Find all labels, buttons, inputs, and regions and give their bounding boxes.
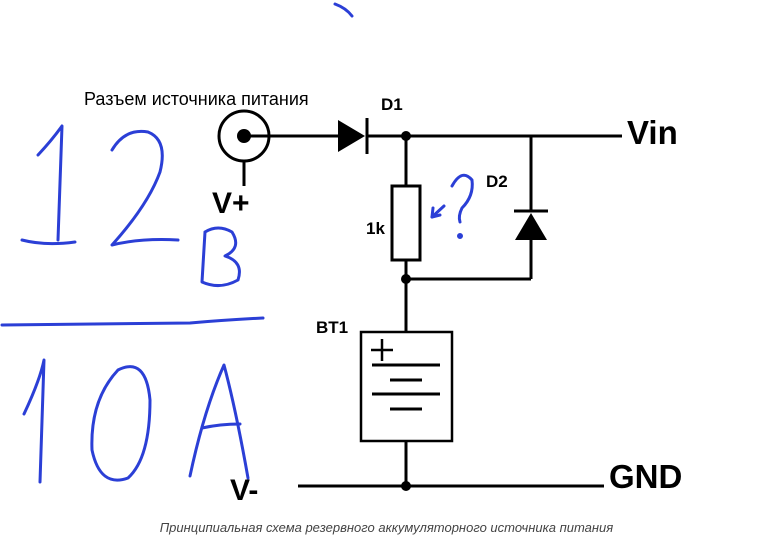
wire-resistor-branch: [404, 136, 531, 486]
power-jack-symbol: [217, 109, 271, 186]
power-connector-label: Разъем источника питания: [84, 89, 309, 109]
gnd-label: GND: [609, 458, 683, 495]
handwritten-annotations: [0, 2, 474, 484]
diode-d1-symbol: [338, 118, 369, 154]
resistor-value-label: 1k: [366, 219, 385, 238]
diode-d2-symbol: [514, 136, 548, 279]
v-minus-label: V-: [230, 474, 259, 507]
resistor-r1-symbol: [390, 184, 422, 262]
diode-d1-label: D1: [381, 95, 403, 114]
diode-d2-label: D2: [486, 172, 508, 191]
battery-bt1-symbol: [359, 330, 454, 443]
v-plus-label: V+: [212, 187, 250, 220]
figure-caption: Принципиальная схема резервного аккумуля…: [159, 520, 614, 535]
vin-label: Vin: [627, 114, 678, 151]
battery-label: BT1: [316, 318, 349, 337]
